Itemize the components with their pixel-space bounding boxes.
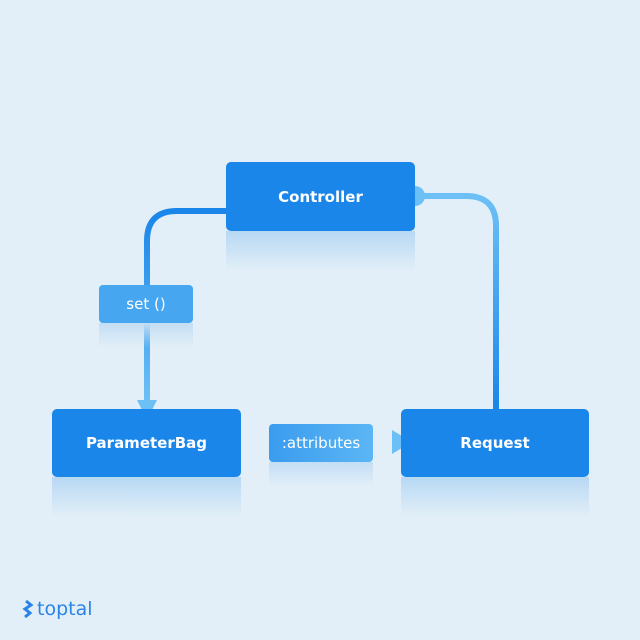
toptal-logo: toptal	[20, 598, 93, 620]
toptal-logo-text: toptal	[37, 598, 93, 620]
request-node: Request	[401, 409, 589, 517]
controller-node: Controller	[226, 162, 415, 271]
request-label: Request	[460, 434, 530, 452]
attributes-label-text: :attributes	[281, 434, 361, 452]
controller-label: Controller	[278, 187, 363, 206]
request-to-controller-line	[415, 193, 499, 409]
attributes-edge-label: :attributes	[269, 424, 373, 487]
parameterbag-node: ParameterBag	[52, 409, 241, 517]
toptal-logo-icon	[22, 600, 34, 618]
set-edge-label: set ()	[99, 285, 193, 348]
set-label-text: set ()	[126, 295, 166, 313]
parameterbag-label: ParameterBag	[85, 434, 208, 452]
controller-to-parameterbag-line	[144, 208, 226, 402]
